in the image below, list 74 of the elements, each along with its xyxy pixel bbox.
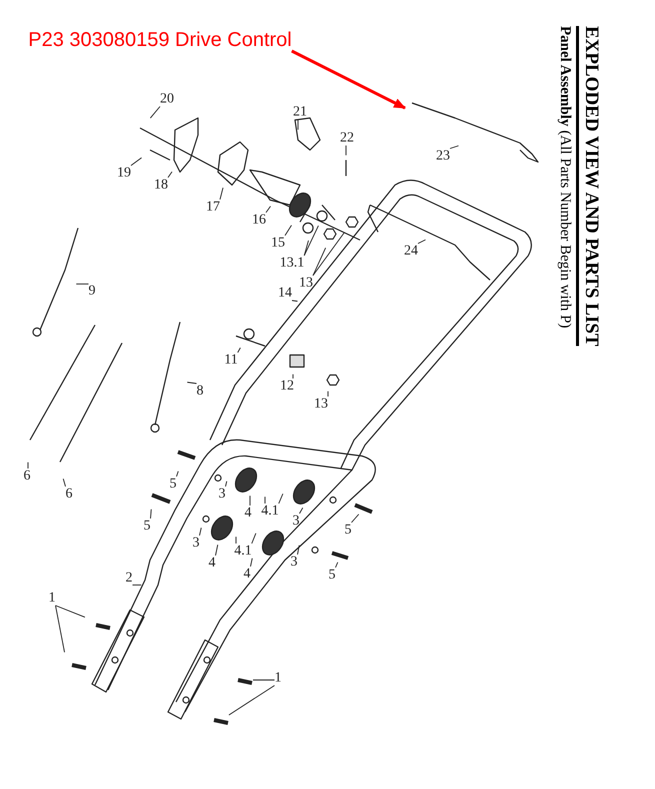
arrow — [291, 50, 406, 110]
callout-number: 5 — [170, 476, 176, 492]
callout-number: 4 — [244, 566, 250, 582]
callout-number: 13 — [299, 276, 313, 290]
leader-line — [237, 347, 241, 353]
callout-number: 5 — [144, 518, 150, 534]
callout-number: 12 — [280, 378, 294, 394]
callout-number: 3 — [218, 486, 226, 502]
leader-line — [55, 605, 65, 653]
callout-number: 20 — [160, 92, 174, 106]
annotation-text: P23 303080159 Drive Control — [28, 29, 292, 51]
callout-number: 9 — [88, 284, 96, 298]
leader-line — [304, 240, 309, 256]
callout-number: 6 — [66, 486, 72, 502]
callout-number: 4.1 — [261, 504, 279, 518]
callout-number: 5 — [328, 568, 336, 582]
leader-line — [292, 374, 294, 379]
leader-line — [186, 382, 197, 384]
leader-line — [251, 532, 256, 544]
leader-line — [62, 478, 66, 487]
callout-number: 22 — [340, 130, 354, 146]
callout-number: 3 — [292, 514, 300, 528]
callout-number: 21 — [293, 104, 307, 120]
leader-line — [250, 558, 253, 567]
callout-number: 11 — [224, 352, 238, 368]
leader-line — [299, 507, 304, 514]
leader-line — [168, 171, 172, 178]
callout-number: 3 — [192, 536, 200, 550]
leader-line — [150, 508, 152, 519]
leader-line — [176, 470, 179, 477]
callout-number: 24 — [404, 244, 418, 258]
title: EXPLODED VIEW AND PARTS LIST — [576, 26, 602, 346]
leader-line — [292, 300, 298, 302]
leader-line — [220, 187, 224, 200]
callout-number: 1 — [274, 670, 282, 686]
leader-line — [418, 239, 426, 244]
leader-line — [304, 225, 319, 256]
leader-line — [297, 544, 300, 555]
callout-number: 6 — [24, 468, 30, 484]
callout-number: 1 — [48, 590, 56, 606]
callout-number: 16 — [252, 212, 266, 228]
leader-line — [264, 496, 266, 504]
callout-number: 13.1 — [280, 256, 304, 270]
callout-number: 18 — [154, 178, 168, 192]
callout-number: 15 — [271, 236, 285, 250]
leader-line — [266, 206, 271, 213]
subtitle: Panel Assembly (All Parts Number Begin with P) — [556, 26, 574, 328]
callout-number: 4 — [208, 556, 216, 570]
callout-number: 17 — [206, 200, 220, 214]
callout-number: 4.1 — [234, 544, 252, 558]
leader-line — [130, 157, 142, 166]
leader-line — [215, 544, 218, 556]
leader-line — [312, 247, 326, 276]
callout-number: 14 — [278, 286, 292, 300]
leader-line — [55, 605, 86, 618]
callout-number: 4 — [244, 506, 252, 520]
callout-number: 8 — [196, 384, 204, 398]
leader-line — [278, 493, 284, 504]
callout-number: 3 — [290, 554, 298, 570]
leader-line — [132, 584, 142, 586]
leader-line — [335, 562, 338, 568]
leader-line — [312, 232, 345, 276]
leader-line — [150, 106, 160, 118]
callout-number: 2 — [126, 570, 132, 586]
leader-line — [351, 514, 360, 523]
callout-number: 5 — [344, 522, 352, 538]
leader-line — [225, 480, 228, 487]
leader-line — [228, 685, 275, 716]
leader-line — [199, 527, 202, 536]
leader-line — [284, 224, 292, 236]
callout-number: 19 — [117, 166, 131, 180]
callout-number: 23 — [436, 148, 450, 164]
callout-number: 13 — [314, 396, 328, 412]
leader-line — [450, 145, 459, 149]
